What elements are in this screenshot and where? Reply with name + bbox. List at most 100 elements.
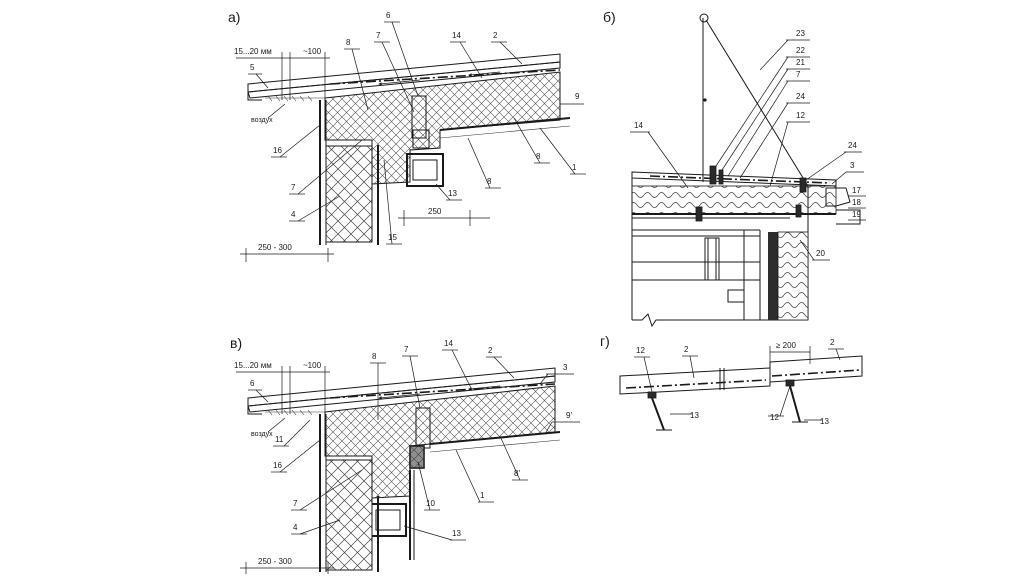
leader — [689, 355, 695, 379]
callout: 13 — [452, 529, 461, 538]
air-leader — [267, 103, 286, 119]
callout: 24 — [848, 141, 857, 150]
leader — [403, 525, 453, 541]
purlin-v — [429, 431, 561, 445]
support-leg — [651, 397, 665, 431]
callout: 2 — [493, 31, 498, 40]
callout: 4 — [293, 523, 298, 532]
leader — [279, 124, 321, 158]
leader — [715, 56, 789, 167]
callout: 9' — [566, 411, 572, 420]
leader — [721, 68, 789, 171]
leader — [499, 41, 523, 65]
callout: 11 — [275, 435, 284, 444]
slab-left-membrane — [625, 379, 767, 389]
leader — [759, 39, 789, 71]
leader — [409, 355, 421, 409]
fastener — [695, 206, 703, 222]
flow-arrow — [468, 385, 501, 391]
leader — [647, 131, 689, 189]
leader — [727, 80, 789, 177]
leader — [513, 117, 541, 164]
membrane-line — [329, 69, 561, 85]
leader — [835, 348, 841, 361]
leader — [351, 48, 369, 111]
callout: 9 — [575, 92, 580, 101]
panel-b-label: б) — [603, 9, 616, 25]
callout: 16 — [273, 461, 282, 470]
air-gap-v — [265, 409, 325, 416]
wall-insulation-dark — [768, 232, 778, 320]
callout: 1 — [480, 491, 485, 500]
roof-slab-v-lower — [247, 375, 556, 413]
callout: 10 — [426, 499, 435, 508]
wall-panel-insulation-v — [325, 459, 373, 571]
callout: 24 — [796, 92, 805, 101]
dim-gap-text: 15...20 мм — [234, 47, 272, 56]
leader — [831, 171, 847, 185]
callout: 3 — [850, 161, 855, 170]
panel-b-detail: б) — [603, 9, 866, 328]
drip-edge-v — [247, 398, 262, 415]
support-cap — [647, 391, 657, 399]
callout: 21 — [796, 58, 805, 67]
callout: 2 — [830, 338, 835, 347]
drip-edge — [247, 84, 262, 101]
callout: 5 — [250, 63, 255, 72]
callout: 19 — [852, 210, 861, 219]
callout: 14 — [452, 31, 461, 40]
mast-top-ring — [699, 13, 709, 23]
break-line-b — [632, 313, 808, 328]
dim-overhang-text: ~100 — [303, 47, 322, 56]
steel-box-inner — [412, 159, 438, 181]
leader — [779, 385, 791, 417]
callout: 14 — [444, 339, 453, 348]
callout: 13 — [690, 411, 699, 420]
roof-slab-lower-layer — [247, 61, 561, 99]
support-leg — [789, 385, 801, 423]
flow-arrow — [378, 393, 421, 400]
callout: 8 — [536, 152, 541, 161]
gutter — [825, 187, 851, 207]
callout: 22 — [796, 46, 805, 55]
callout: 12 — [770, 413, 779, 422]
guy-wire — [705, 19, 809, 187]
callout: 4 — [291, 210, 296, 219]
leader — [499, 435, 521, 481]
leader — [451, 349, 473, 391]
fastener — [795, 204, 802, 218]
panel-a-label: а) — [228, 9, 240, 25]
callout: 2 — [684, 345, 689, 354]
callout: 15 — [388, 233, 397, 242]
steel-box-section-v — [369, 503, 407, 537]
dim-wall-text-v: 250 - 300 — [258, 557, 292, 566]
timber-post — [411, 95, 427, 139]
leader — [539, 127, 576, 175]
leader — [643, 356, 653, 393]
leader — [381, 41, 415, 113]
panel-g-detail: г) ≥ 200 12 2 2 13 — [600, 333, 863, 431]
leader — [799, 239, 815, 261]
callout: 8 — [346, 38, 351, 47]
callout: 8 — [487, 177, 492, 186]
purlin-line — [439, 117, 571, 131]
leader — [493, 356, 515, 379]
air-leader-v — [267, 417, 286, 433]
callout: 18 — [852, 198, 861, 207]
leader — [435, 183, 451, 201]
block-b — [727, 289, 745, 303]
fasteners-b — [695, 165, 807, 222]
air-label: воздух — [251, 117, 273, 124]
flow-arrow — [468, 71, 501, 77]
callout: 12 — [636, 346, 645, 355]
callout: 16 — [273, 146, 282, 155]
panel-a-detail: а) воздух 15...20 мм — [228, 9, 586, 262]
callout: 8 — [372, 352, 377, 361]
callouts-v: 8 7 14 2 3 6 9' 11 16 — [248, 339, 580, 541]
fastener — [718, 169, 724, 185]
dim-wall-text: 250 - 300 — [258, 243, 292, 252]
steel-box-inner-v — [375, 509, 401, 531]
callout: 23 — [796, 29, 805, 38]
leader — [467, 137, 491, 189]
callout: 7 — [376, 31, 381, 40]
